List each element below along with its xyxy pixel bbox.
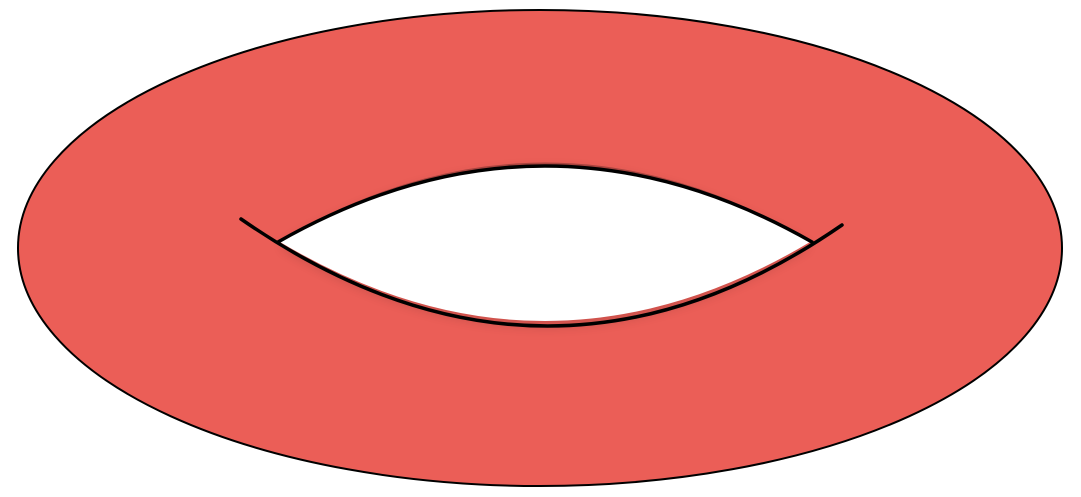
torus-figure — [0, 0, 1081, 492]
torus-svg — [0, 0, 1081, 492]
